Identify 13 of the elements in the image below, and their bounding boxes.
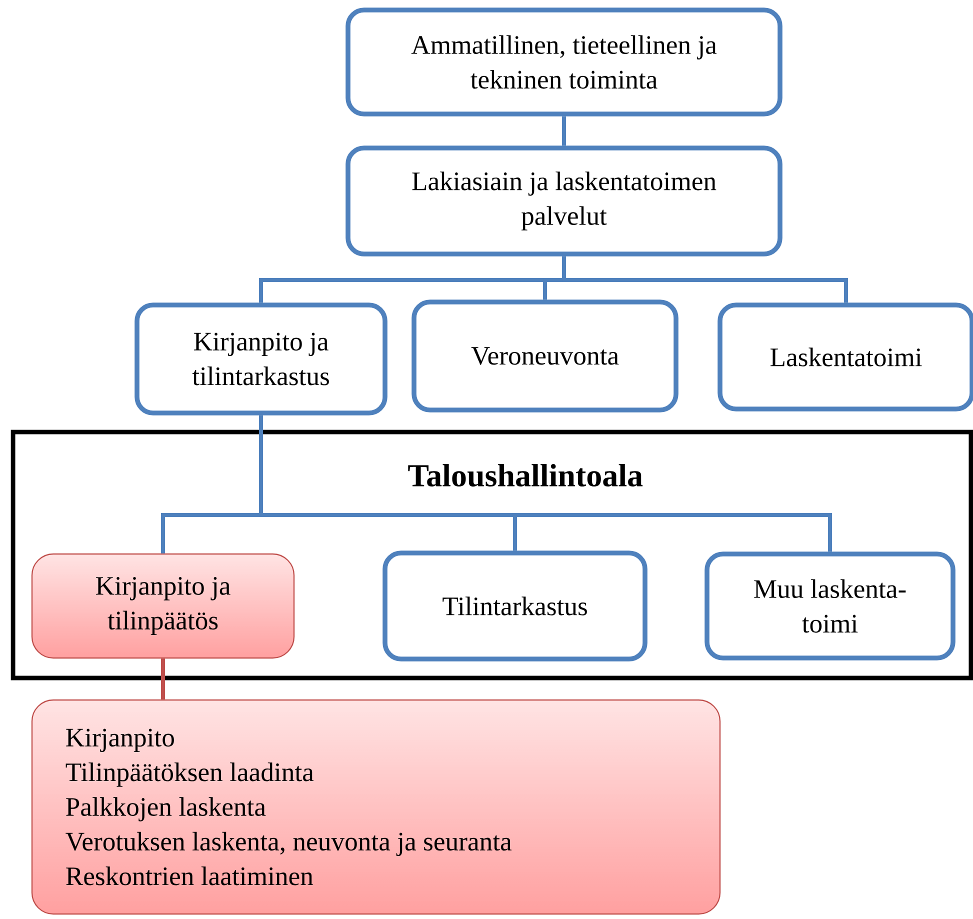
process-box: Lakiasiain ja laskentatoimen palvelut — [346, 146, 782, 256]
process-box: Kirjanpito ja tilintarkastus — [134, 302, 388, 416]
connector-line — [562, 256, 848, 303]
highlighted-box: Kirjanpito ja tilinpäätös — [31, 553, 295, 659]
connector-line — [259, 415, 832, 552]
process-box: Tilintarkastus — [382, 550, 648, 662]
highlighted-box: Kirjanpito Tilinpäätöksen laadinta Palkkojen laskenta Verotuksen laskenta, neuvonta ja seuranta Reskontrien laatiminen — [31, 699, 721, 915]
process-box: Laskentatoimi — [718, 302, 973, 412]
process-box: Ammatillinen, tieteellinen ja tekninen toiminta — [346, 8, 782, 116]
process-box: Veroneuvonta — [412, 300, 678, 412]
process-box: Muu laskenta- toimi — [704, 552, 956, 660]
connector-line — [562, 116, 566, 146]
connector-line — [161, 658, 165, 700]
